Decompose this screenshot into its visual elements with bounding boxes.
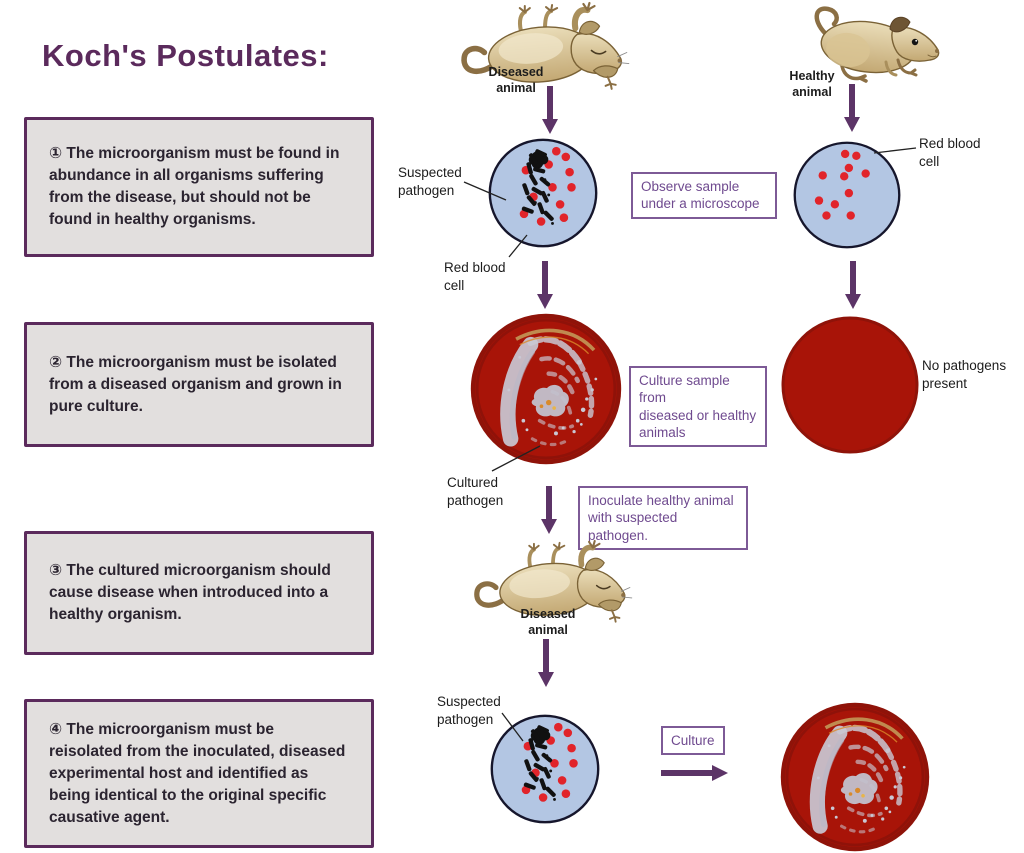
healthy-blood-sample-illustration xyxy=(793,141,901,249)
streaked-culture-plate-illustration xyxy=(469,312,623,466)
red-blood-cell-label-left: Red blood cell xyxy=(444,260,506,293)
down-arrow-icon xyxy=(538,639,554,687)
culture-note-small: Culture xyxy=(661,726,725,756)
postulate-2-box: ② The microorganism must be isolated fro… xyxy=(24,322,374,447)
observe-sample-note: Observe sample under a microscope xyxy=(631,172,777,219)
down-arrow-icon xyxy=(844,84,860,132)
right-arrow-icon xyxy=(661,765,728,781)
postulate-1-text: ① The microorganism must be found in abu… xyxy=(49,145,340,228)
down-arrow-icon xyxy=(537,261,553,309)
postulate-4-text: ④ The microorganism must be reisolated f… xyxy=(49,720,346,826)
culture-sample-note: Culture sample from diseased or healthy … xyxy=(629,366,767,448)
postulate-3-text: ③ The cultured microorganism should caus… xyxy=(49,562,331,623)
inoculate-note: Inoculate healthy animal with suspected … xyxy=(578,486,748,550)
down-arrow-icon xyxy=(845,261,861,309)
cultured-pathogen-label: Cultured pathogen xyxy=(447,475,504,508)
no-pathogens-label: No pathogens present xyxy=(922,358,1007,391)
clear-culture-plate-illustration xyxy=(781,316,919,454)
diseased-blood-sample-illustration xyxy=(488,138,598,248)
diseased-animal-label-mid: Diseased animal xyxy=(520,607,576,638)
healthy-animal-label: Healthy animal xyxy=(789,69,835,100)
postulate-2-text: ② The microorganism must be isolated fro… xyxy=(49,353,342,415)
postulate-1-box: ① The microorganism must be found in abu… xyxy=(24,117,374,257)
diseased-animal-label-top: Diseased animal xyxy=(488,65,544,96)
reisolated-blood-sample-illustration xyxy=(490,714,600,824)
postulate-4-box: ④ The microorganism must be reisolated f… xyxy=(24,699,374,848)
final-culture-plate-illustration xyxy=(779,701,931,853)
down-arrow-icon xyxy=(541,486,557,534)
suspected-pathogen-label-bottom: Suspected pathogen xyxy=(437,694,501,727)
postulate-3-box: ③ The cultured microorganism should caus… xyxy=(24,531,374,655)
suspected-pathogen-label-top: Suspected pathogen xyxy=(398,165,462,198)
red-blood-cell-label-right: Red blood cell xyxy=(919,136,981,169)
page-title: Koch's Postulates: xyxy=(42,38,329,73)
down-arrow-icon xyxy=(542,86,558,134)
